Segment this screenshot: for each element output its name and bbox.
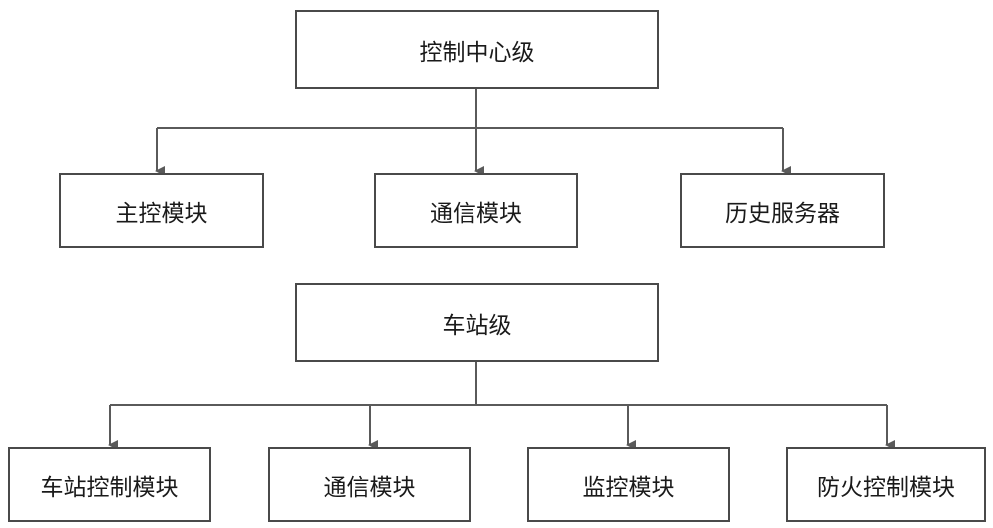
cc-main-control-module-box: 主控模块 bbox=[59, 173, 264, 248]
cc-main-control-module-label: 主控模块 bbox=[115, 200, 208, 227]
st-monitoring-module-box: 监控模块 bbox=[527, 447, 730, 522]
st-station-control-module-box: 车站控制模块 bbox=[8, 447, 211, 522]
st-communication-module-box: 通信模块 bbox=[268, 447, 471, 522]
cc-history-server-label: 历史服务器 bbox=[725, 200, 840, 227]
cc-communication-module-box: 通信模块 bbox=[374, 173, 578, 248]
cc-communication-module-label: 通信模块 bbox=[430, 200, 522, 227]
station-title: 车站级 bbox=[442, 312, 512, 339]
st-fire-control-module-box: 防火控制模块 bbox=[786, 447, 986, 522]
st-communication-module-label: 通信模块 bbox=[323, 474, 416, 501]
cc-history-server-box: 历史服务器 bbox=[680, 173, 885, 248]
st-monitoring-module-label: 监控模块 bbox=[582, 474, 675, 501]
st-fire-control-module-label: 防火控制模块 bbox=[817, 474, 955, 501]
station-box: 车站级 bbox=[295, 283, 659, 362]
st-station-control-module-label: 车站控制模块 bbox=[40, 474, 179, 501]
control-center-title: 控制中心级 bbox=[419, 39, 535, 66]
control-center-box: 控制中心级 bbox=[295, 10, 659, 89]
